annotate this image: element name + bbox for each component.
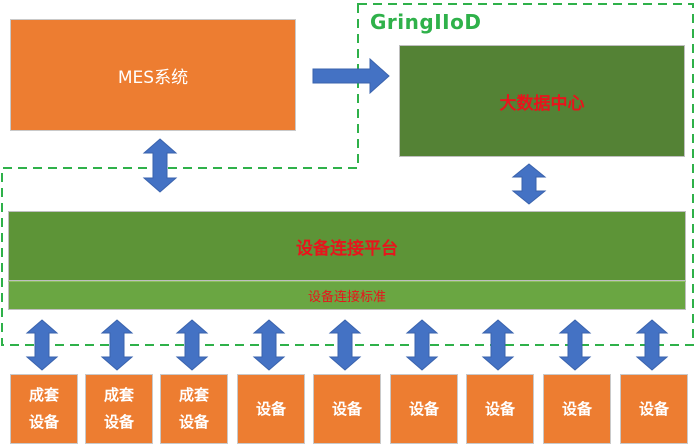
device-label-line1: 设备 [484,399,515,418]
device-box: 成套设备 [160,374,228,444]
device-box: 成套设备 [85,374,153,444]
device-box: 设备 [620,374,688,444]
gringiiod-boundary-label: GringIIoD [370,10,482,34]
device-box: 设备 [313,374,381,444]
double-arrow-device-platform [175,319,209,371]
double-arrow-device-platform [558,319,592,371]
device-label-line1: 成套 [103,386,134,404]
big-data-center-label: 大数据中心 [499,93,585,114]
arrow-mes-to-bigdata [312,57,390,95]
double-arrow-bigdata-platform [511,163,547,205]
device-label-line1: 设备 [561,399,592,418]
connection-platform-label: 设备连接平台 [296,238,398,259]
double-arrow-device-platform [481,319,515,371]
double-arrow-device-platform [635,319,669,371]
double-arrow-mes-platform [142,138,178,193]
gringiiod-boundary-dashed [1,3,694,346]
device-label-line1: 成套 [28,386,59,404]
big-data-center-box: 大数据中心 [399,45,685,157]
device-label-line2: 设备 [103,413,134,431]
device-label-line1: 成套 [178,386,209,404]
device-box: 成套设备 [10,374,78,444]
connection-platform-box: 设备连接平台 [8,211,686,281]
device-box: 设备 [543,374,611,444]
device-label-line1: 设备 [255,399,286,418]
device-label-line2: 设备 [28,413,59,431]
device-box: 设备 [466,374,534,444]
double-arrow-device-platform [328,319,362,371]
mes-system-label: MES系统 [117,67,189,88]
double-arrow-device-platform [405,319,439,371]
double-arrow-device-platform [252,319,286,371]
device-box: 设备 [390,374,458,444]
device-label-line1: 设备 [408,399,439,418]
double-arrow-device-platform [25,319,59,371]
device-label-line1: 设备 [638,399,669,418]
device-label-line1: 设备 [331,399,362,418]
mes-system-box: MES系统 [10,19,296,131]
device-box: 设备 [237,374,305,444]
double-arrow-device-platform [100,319,134,371]
connection-standard-label: 设备连接标准 [307,290,386,305]
connection-standard-bar: 设备连接标准 [8,281,686,310]
device-label-line2: 设备 [178,413,209,431]
